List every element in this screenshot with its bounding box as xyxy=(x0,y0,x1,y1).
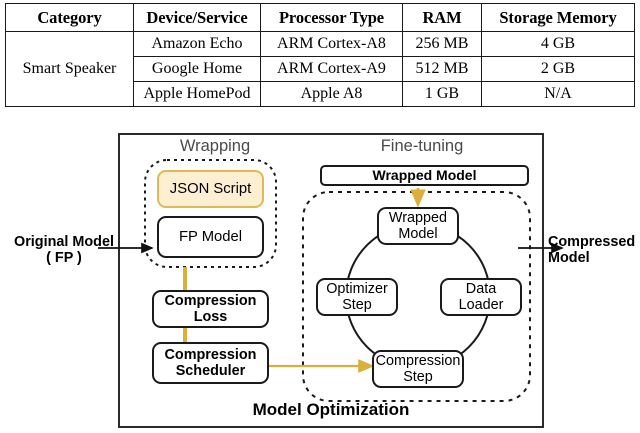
cell-processor: Apple A8 xyxy=(260,81,403,107)
diagram-connectors-svg xyxy=(98,133,564,428)
cell-storage: N/A xyxy=(481,81,635,107)
header-processor-type: Processor Type xyxy=(260,3,403,32)
table-row: Google Home ARM Cortex-A9 512 MB 2 GB xyxy=(6,56,635,82)
cell-ram: 1 GB xyxy=(402,81,482,107)
cell-device: Apple HomePod xyxy=(133,81,261,107)
section-caption-wrapping: Wrapping xyxy=(179,137,251,155)
output-label-compressed-model: Compressed Model xyxy=(548,234,636,266)
cell-device: Amazon Echo xyxy=(133,31,261,57)
cell-ram: 256 MB xyxy=(402,31,482,57)
cell-processor: ARM Cortex-A8 xyxy=(260,31,403,57)
input-label-original-model: Original Model ( FP ) xyxy=(14,234,114,266)
cell-device: Google Home xyxy=(133,56,261,82)
cell-processor: ARM Cortex-A9 xyxy=(260,56,403,82)
node-data-loader[interactable]: Data Loader xyxy=(440,278,522,316)
node-wrapped-model[interactable]: Wrapped Model xyxy=(377,207,459,245)
node-json-script[interactable]: JSON Script xyxy=(157,170,264,208)
model-optimization-container xyxy=(118,133,544,428)
table-row: Apple HomePod Apple A8 1 GB N/A xyxy=(6,81,635,107)
header-device-service: Device/Service xyxy=(133,3,261,32)
node-compression-loss[interactable]: Compression Loss xyxy=(152,290,269,328)
model-optimization-diagram: Wrapping Fine-tuning Original Model ( FP… xyxy=(0,118,640,433)
cell-storage: 4 GB xyxy=(481,31,635,57)
diagram-caption: Model Optimization xyxy=(252,400,410,419)
cell-category: Smart Speaker xyxy=(5,31,134,107)
cell-ram: 512 MB xyxy=(402,56,482,82)
wrapping-dashed-group xyxy=(144,159,277,268)
header-storage-memory: Storage Memory xyxy=(481,3,635,32)
node-compression-scheduler[interactable]: Compression Scheduler xyxy=(152,342,269,384)
table-row: Smart Speaker Amazon Echo ARM Cortex-A8 … xyxy=(5,31,635,107)
device-spec-table: Category Device/Service Processor Type R… xyxy=(5,3,635,107)
node-wrapped-model-header[interactable]: Wrapped Model xyxy=(320,165,529,186)
cell-storage: 2 GB xyxy=(481,56,635,82)
node-compression-step[interactable]: Compression Step xyxy=(372,350,464,388)
header-ram: RAM xyxy=(402,3,482,32)
node-fp-model[interactable]: FP Model xyxy=(157,216,264,258)
table-header-row: Category Device/Service Processor Type R… xyxy=(5,3,635,32)
node-optimizer-step[interactable]: Optimizer Step xyxy=(316,278,398,316)
header-category: Category xyxy=(5,3,134,32)
section-caption-finetuning: Fine-tuning xyxy=(380,137,464,155)
